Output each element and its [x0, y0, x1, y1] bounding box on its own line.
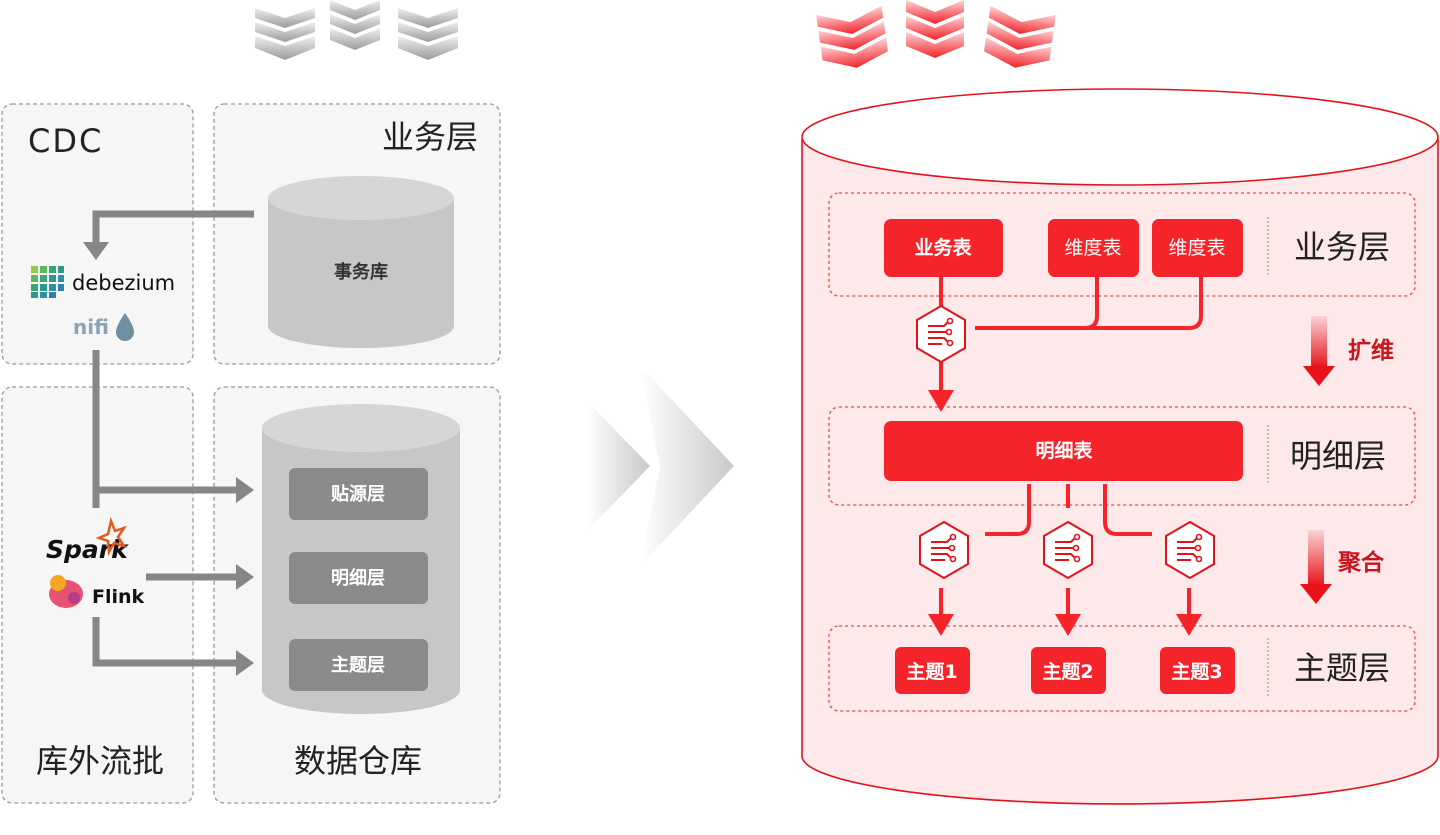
detail-layer-label: 明细层 [331, 567, 385, 589]
topic-box-1: 主题1 [895, 647, 970, 694]
aggregate-connectors [985, 484, 1152, 536]
transition-arrow-icon [586, 366, 734, 566]
detail-layer-box: 明细层 [289, 552, 428, 604]
flink-label: Flink [92, 586, 145, 608]
aggregate-pipeline-icon-3 [1165, 520, 1215, 580]
topic-label-2: 主题2 [1042, 661, 1093, 683]
debezium-label: debezium [72, 271, 175, 295]
arrows-to-topics [928, 588, 1202, 636]
nifi-drop-icon [116, 313, 134, 341]
right-topic-layer-label: 主题层 [1294, 649, 1390, 687]
aggregate-down-arrow-icon [1300, 530, 1332, 604]
warehouse-label: 数据仓库 [294, 742, 422, 780]
topic-layer-box: 主题层 [289, 639, 428, 691]
cdc-capture-arrow [83, 210, 254, 260]
transaction-db-cylinder: 事务库 [268, 176, 454, 348]
arrow-to-ods [96, 477, 254, 503]
debezium-logo: debezium [31, 266, 175, 298]
ods-layer-box: 贴源层 [289, 468, 428, 520]
right-business-layer-label: 业务层 [1294, 228, 1390, 266]
business-connectors [939, 277, 1203, 330]
gray-chevrons-icon [255, 0, 458, 60]
left-business-layer-label: 业务层 [382, 118, 478, 156]
topic-label-3: 主题3 [1171, 661, 1222, 683]
right-topic-layer-frame [828, 625, 1416, 712]
detail-table-box: 明细表 [884, 421, 1243, 481]
arrow-to-detail-table [928, 362, 954, 412]
detail-table-label: 明细表 [1035, 439, 1093, 462]
external-batch-label: 库外流批 [36, 742, 164, 780]
dimension-table-label-1: 维度表 [1064, 237, 1121, 259]
ods-layer-label: 贴源层 [331, 483, 385, 505]
nifi-logo: nifi [73, 313, 134, 341]
cdc-label: CDC [28, 122, 103, 160]
right-detail-layer-frame [828, 406, 1416, 506]
aggregate-pipeline-icon-2 [1043, 520, 1093, 580]
dimension-table-label-2: 维度表 [1168, 237, 1225, 259]
spark-star-icon [95, 516, 128, 557]
dimension-table-box-1: 维度表 [1048, 219, 1139, 277]
topic-layer-label: 主题层 [331, 654, 385, 676]
business-table-label: 业务表 [914, 236, 972, 259]
business-table-box: 业务表 [884, 219, 1003, 277]
right-detail-layer-label: 明细层 [1290, 437, 1386, 475]
dimension-table-box-2: 维度表 [1152, 219, 1243, 277]
flink-logo: Flink [49, 575, 145, 608]
right-business-layer-frame [828, 192, 1416, 297]
red-chevrons-icon [816, 0, 1056, 68]
topic-box-2: 主题2 [1031, 647, 1106, 694]
aggregate-pipeline-icon-1 [919, 520, 969, 580]
spark-logo: Spark [46, 516, 129, 564]
expand-label: 扩维 [1348, 337, 1394, 364]
nifi-label: nifi [73, 315, 109, 339]
expand-down-arrow-icon [1303, 316, 1335, 386]
transaction-db-label: 事务库 [334, 261, 388, 283]
spark-label: Spark [46, 535, 129, 564]
topic-label-1: 主题1 [906, 661, 957, 683]
aggregate-label: 聚合 [1337, 549, 1385, 576]
arrow-to-topic [92, 617, 254, 676]
topic-box-3: 主题3 [1160, 647, 1235, 694]
arrow-to-detail [146, 564, 254, 590]
